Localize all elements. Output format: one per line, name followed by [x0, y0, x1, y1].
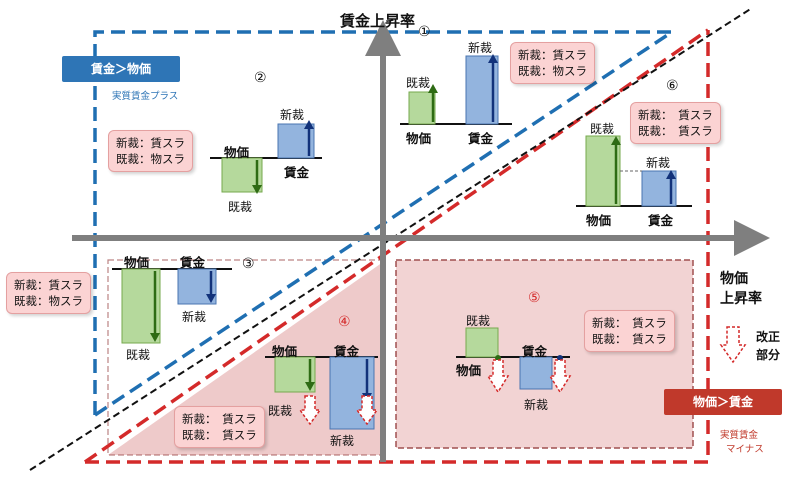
legend-label-line1: 改正 [756, 330, 781, 344]
region-2-number: ② [254, 70, 267, 86]
region-6-bukka-label: 物価 [586, 213, 612, 228]
legend-label-line2: 部分 [756, 348, 781, 362]
region-2-note: 新裁：賃スラ既裁：物スラ [108, 130, 193, 172]
region-3-note: 新裁：賃スラ既裁：物スラ [6, 272, 91, 314]
y-axis-label: 賃金上昇率 [340, 12, 416, 30]
region-6-note: 新裁： 賃スラ既裁： 賃スラ [630, 102, 721, 144]
region-6-chingin-label: 賃金 [648, 213, 674, 228]
region-4-number: ④ [338, 314, 351, 330]
x-axis-label-line1: 物価 [720, 271, 748, 287]
region-5-note: 新裁： 賃スラ既裁： 賃スラ [584, 310, 675, 352]
region-1-chingin-label: 賃金 [468, 131, 494, 146]
region-3-bukka-label: 物価 [124, 255, 150, 270]
region-5-number: ⑤ [528, 290, 541, 306]
region-3-chingin-label: 賃金 [180, 255, 206, 270]
region-1-kisai-label: 既裁 [406, 76, 431, 90]
red-dashed-diagonal [84, 28, 709, 464]
red-dashed-frame [85, 30, 710, 464]
x-axis-label-line2: 上昇率 [720, 291, 762, 307]
wage-gt-price-tag: 賃金＞物価 [62, 56, 180, 82]
region-2-bukka-label: 物価 [224, 145, 250, 160]
region-5-shade [395, 259, 694, 449]
region-1-bukka-label: 物価 [406, 131, 432, 146]
region-4-shinsai-label: 新裁 [330, 434, 355, 448]
legend-revision-arrow-icon [719, 326, 747, 364]
revision-arrow-icon [355, 395, 379, 426]
real-wage-minus-label-line1: 実質賃金 [720, 430, 759, 441]
region-5-bars [456, 327, 572, 394]
region-5-bukka-label: 物価 [456, 363, 482, 378]
region-5-kisai-label: 既裁 [466, 314, 491, 328]
region-6-kisai-label: 既裁 [590, 122, 615, 136]
region-6-bars [576, 135, 692, 207]
revision-arrow-icon [486, 359, 510, 394]
region-2-bars [210, 120, 322, 194]
region-4-kisai-label: 既裁 [268, 404, 293, 418]
revision-arrow-icon [298, 395, 322, 426]
region-1-note: 新裁：賃スラ既裁：物スラ [510, 42, 595, 84]
region-1-number: ① [418, 24, 431, 40]
region-3-bars [112, 268, 232, 344]
blue-dashed-frame [93, 30, 672, 415]
region-2-kisai-label: 既裁 [228, 200, 253, 214]
region-3-kisai-label: 既裁 [126, 348, 151, 362]
revision-arrow-icon [548, 359, 572, 394]
region-3-shinsai-label: 新裁 [182, 310, 207, 324]
region-2-chingin-label: 賃金 [284, 165, 310, 180]
real-wage-minus-label-line2: マイナス [726, 444, 764, 455]
region-1-shinsai-label: 新裁 [468, 41, 493, 55]
region-6-shinsai-label: 新裁 [646, 156, 671, 170]
region-5-chingin-label: 賃金 [522, 344, 548, 359]
region-2-shinsai-label: 新裁 [280, 108, 305, 122]
region-4-note: 新裁： 賃スラ既裁： 賃スラ [174, 406, 265, 448]
region-4-chingin-label: 賃金 [334, 344, 360, 359]
real-wage-plus-label: 実質賃金プラス [112, 91, 179, 102]
region-4-bars [265, 356, 379, 430]
region-6-number: ⑥ [666, 78, 679, 94]
region-1-bars [400, 54, 512, 125]
price-gt-wage-tag: 物価＞賃金 [664, 389, 782, 415]
region-5-shinsai-label: 新裁 [524, 398, 549, 412]
region-3-number: ③ [242, 256, 255, 272]
region-4-bukka-label: 物価 [272, 344, 298, 359]
